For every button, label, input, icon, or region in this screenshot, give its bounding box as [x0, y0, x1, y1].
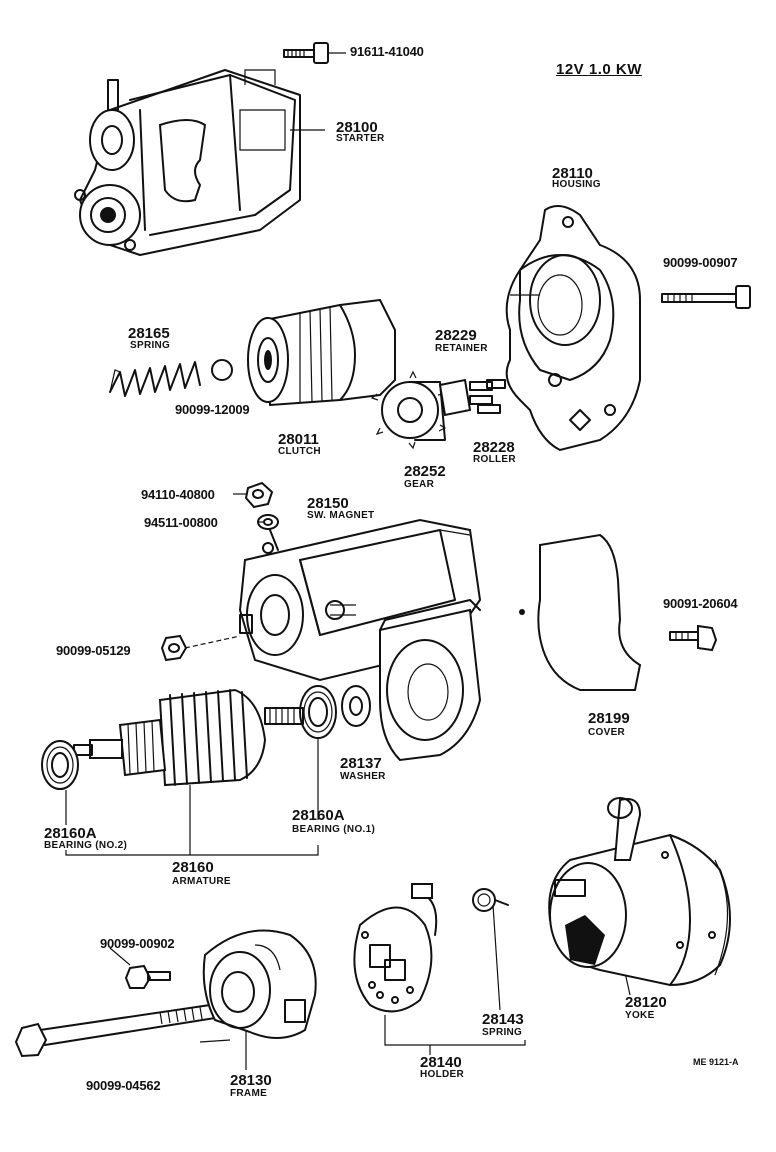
frame-drawing: [202, 929, 317, 1039]
ball-90099-12009-drawing: [211, 359, 233, 381]
nut-90099-05129-drawing: [160, 634, 241, 662]
part-name-spring-28165: SPRING: [130, 340, 171, 351]
part-number-90091-20604: 90091-20604: [663, 596, 738, 611]
part-name-starter: STARTER: [336, 133, 385, 144]
housing-drawing: [505, 205, 641, 452]
bolt-90099-04562-drawing: [14, 1004, 216, 1058]
nut-94110-drawing: [233, 481, 274, 509]
part-number-94511-00800: 94511-00800: [144, 515, 218, 530]
leader-lines: [65, 294, 631, 1070]
part-number-clutch: 28011: [278, 431, 319, 448]
holder-drawing: [353, 883, 438, 1013]
starter-drawing: [74, 69, 325, 256]
part-number-bearing-no1: 28160A: [292, 807, 345, 824]
part-number-starter: 28100: [336, 119, 378, 136]
part-number-spring-28143: 28143: [482, 1011, 524, 1028]
part-name-roller: ROLLER: [473, 454, 516, 465]
part-number-90099-00907: 90099-00907: [663, 255, 738, 270]
part-number-sw-magnet: 28150: [307, 495, 349, 512]
washer-28137-drawing: [341, 685, 371, 727]
part-number-spring-28165: 28165: [128, 325, 170, 342]
bearing-no2-drawing: [41, 740, 79, 790]
bolt-91611-drawing: [283, 42, 346, 64]
part-name-bearing-no2: BEARING (NO.2): [44, 840, 128, 851]
part-number-housing: 28110: [552, 165, 593, 182]
gear-drawing: [370, 370, 447, 450]
part-number-gear: 28252: [404, 463, 446, 480]
part-name-bearing-no1: BEARING (NO.1): [292, 824, 376, 835]
sw-magnet-drawing: [238, 518, 482, 762]
part-name-gear: GEAR: [404, 479, 435, 490]
part-name-sw-magnet: SW. MAGNET: [307, 510, 375, 521]
part-number-90099-00902: 90099-00902: [100, 936, 175, 951]
part-number-roller: 28228: [473, 439, 515, 456]
spring-28165-drawing: [109, 361, 201, 397]
part-number-90099-12009: 90099-12009: [175, 402, 250, 417]
clutch-drawing: [247, 299, 396, 406]
part-number-retainer: 28229: [435, 327, 477, 344]
part-number-frame: 28130: [230, 1072, 272, 1089]
part-name-washer-28137: WASHER: [340, 771, 386, 782]
part-number-armature: 28160: [172, 859, 214, 876]
part-name-frame: FRAME: [230, 1088, 268, 1099]
spec-label: 12V 1.0 KW: [556, 61, 642, 78]
part-name-retainer: RETAINER: [435, 343, 488, 354]
part-name-holder: HOLDER: [420, 1069, 465, 1080]
bolt-90099-00907-drawing: [661, 285, 751, 309]
armature-drawing: [73, 688, 304, 787]
part-number-94110-40800: 94110-40800: [141, 487, 215, 502]
part-name-clutch: CLUTCH: [278, 446, 321, 457]
part-name-housing: HOUSING: [552, 179, 601, 190]
washer-94511-drawing: [257, 514, 279, 530]
part-number-cover: 28199: [588, 710, 630, 727]
part-name-spring-28143: SPRING: [482, 1027, 523, 1038]
part-name-armature: ARMATURE: [172, 876, 231, 887]
part-number-90099-04562: 90099-04562: [86, 1078, 161, 1093]
part-number-bearing-no2: 28160A: [44, 825, 97, 842]
part-number-90099-05129: 90099-05129: [56, 643, 131, 658]
bolt-90091-drawing: [669, 624, 718, 652]
retainer-roller-drawing: [438, 378, 506, 417]
part-number-yoke: 28120: [625, 994, 667, 1011]
spring-28143-drawing: [472, 888, 509, 912]
part-number-holder: 28140: [420, 1054, 462, 1071]
reference-code: ME 9121-A: [693, 1057, 739, 1067]
part-number-91611: 91611-41040: [350, 44, 424, 59]
bearing-no1-drawing: [299, 685, 337, 739]
part-number-washer-28137: 28137: [340, 755, 382, 772]
part-name-yoke: YOKE: [625, 1010, 655, 1021]
cover-drawing: [519, 533, 642, 691]
yoke-drawing: [548, 797, 731, 987]
screw-90099-00902-drawing: [124, 964, 171, 989]
part-name-cover: COVER: [588, 727, 626, 738]
